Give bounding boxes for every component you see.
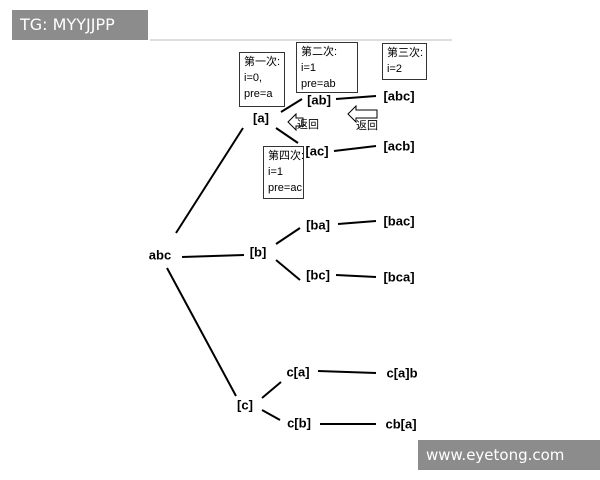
node-acb: [acb] xyxy=(383,138,415,154)
node-ab: [ab] xyxy=(307,92,331,108)
edge-ac-acb xyxy=(333,145,377,152)
note-first-line2: pre=a xyxy=(244,88,273,100)
node-cab: c[a]b xyxy=(386,365,418,381)
return-arrow-right-icon xyxy=(347,104,378,124)
node-a: [a] xyxy=(253,110,269,126)
edge-a-ac xyxy=(275,127,299,144)
node-ca: c[a] xyxy=(286,364,310,380)
note-first-title: 第一次: xyxy=(244,56,281,68)
note-fourth-line2: pre=ac xyxy=(268,182,302,194)
edge-b-ba xyxy=(275,227,301,245)
node-ba: [ba] xyxy=(306,217,330,233)
node-bc: [bc] xyxy=(306,267,330,283)
note-second-line2: pre=ab xyxy=(301,78,336,90)
node-bca: [bca] xyxy=(383,269,415,285)
edge-root-a xyxy=(175,127,244,234)
watermark-top: TG: MYYJJPP xyxy=(12,10,148,40)
note-third-line1: i=2 xyxy=(387,63,402,75)
note-first-line1: i=0, xyxy=(244,72,263,84)
note-fourth-title: 第四次: xyxy=(268,150,304,162)
note-second: 第二次: i=1 pre=ab xyxy=(296,42,358,93)
return-label-left: 返回 xyxy=(297,119,319,131)
return-arrow-left-icon xyxy=(287,112,304,132)
watermark-bottom: www.eyetong.com xyxy=(418,440,600,470)
node-ac: [ac] xyxy=(305,143,329,159)
note-second-title: 第二次: xyxy=(301,46,338,58)
node-abc: [abc] xyxy=(383,88,415,104)
node-c: [c] xyxy=(237,397,253,413)
note-fourth: 第四次: i=1 pre=ac xyxy=(263,146,304,199)
note-third-title: 第三次: xyxy=(387,47,424,59)
edge-ba-bac xyxy=(337,220,377,225)
note-first: 第一次: i=0, pre=a xyxy=(239,52,285,107)
edge-a-ab xyxy=(280,98,303,113)
node-cba: cb[a] xyxy=(385,416,417,432)
edge-root-c xyxy=(166,267,237,397)
node-b: [b] xyxy=(249,244,267,260)
edge-c-ca xyxy=(261,381,282,399)
edge-ab-abc xyxy=(335,95,377,100)
edge-ca-cab xyxy=(317,370,377,374)
node-root: abc xyxy=(148,247,172,263)
node-bac: [bac] xyxy=(383,213,415,229)
note-third: 第三次: i=2 xyxy=(382,43,427,80)
node-cb: c[b] xyxy=(287,415,311,431)
edge-bc-bca xyxy=(335,274,377,278)
note-fourth-line1: i=1 xyxy=(268,166,283,178)
return-label-right: 返回 xyxy=(356,120,378,132)
edge-c-cb xyxy=(261,409,281,421)
edge-root-b xyxy=(181,254,245,258)
note-second-line1: i=1 xyxy=(301,62,316,74)
edge-b-bc xyxy=(275,259,301,281)
